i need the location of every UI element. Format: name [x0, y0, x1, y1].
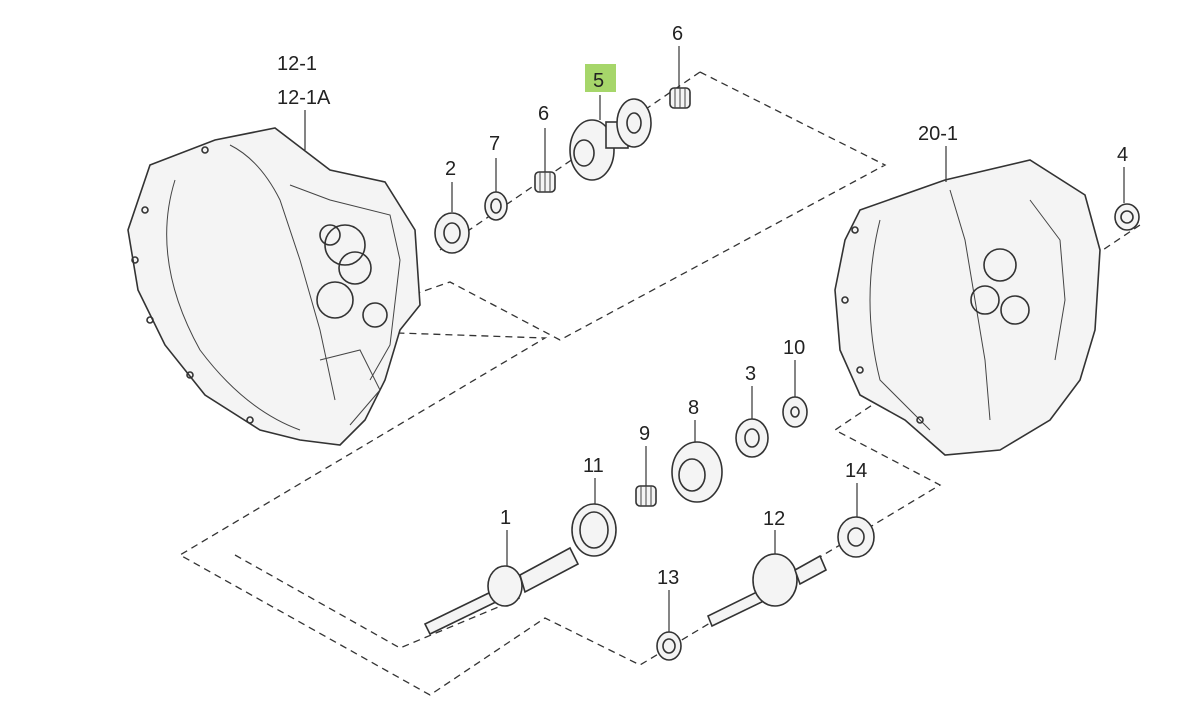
callout-2[interactable]: 2: [445, 158, 456, 180]
bearing-3: [735, 418, 769, 458]
transmission-case: [834, 159, 1101, 456]
callout-12[interactable]: 12: [763, 508, 785, 530]
input-shaft-1: [423, 546, 580, 636]
callout-3[interactable]: 3: [745, 363, 756, 385]
callout-6-needle-bearing-upper[interactable]: 6: [672, 23, 683, 45]
bearing-2: [434, 212, 470, 254]
upper-group-outline: [178, 71, 1141, 696]
callout-12-1[interactable]: 12-1: [277, 53, 317, 75]
callout-14[interactable]: 14: [845, 460, 867, 482]
counter-gear-5: [569, 98, 652, 181]
synchro-ring-11: [571, 503, 617, 557]
gear-8: [671, 441, 723, 503]
callout-12-1a[interactable]: 12-1A: [277, 87, 331, 109]
seal-13: [656, 631, 682, 661]
highlight-box-part-5: [585, 64, 616, 92]
needle-bearing-6a: [534, 171, 556, 193]
callout-7[interactable]: 7: [489, 133, 500, 155]
callout-5[interactable]: 5: [593, 70, 604, 92]
callout-20-1[interactable]: 20-1: [918, 123, 958, 145]
leader-lines: [304, 46, 1125, 632]
callout-11[interactable]: 11: [583, 455, 604, 477]
bearing-14: [837, 516, 875, 558]
callout-4[interactable]: 4: [1117, 144, 1128, 166]
needle-bearing-6b: [669, 87, 691, 109]
callout-1[interactable]: 1: [500, 507, 511, 529]
washer-10: [782, 396, 808, 428]
callout-8[interactable]: 8: [688, 397, 699, 419]
callout-13[interactable]: 13: [657, 567, 679, 589]
seal-7: [484, 191, 508, 221]
callout-10[interactable]: 10: [783, 337, 805, 359]
callout-9[interactable]: 9: [639, 423, 650, 445]
needle-bearing-9: [635, 485, 657, 507]
seal-4: [1114, 203, 1140, 231]
clutch-housing: [127, 127, 421, 446]
lower-shaft-outline: [234, 554, 521, 649]
output-shaft-12: [706, 553, 828, 628]
callout-6-needle-bearing[interactable]: 6: [538, 103, 549, 125]
axis-line-upper: [439, 71, 701, 251]
